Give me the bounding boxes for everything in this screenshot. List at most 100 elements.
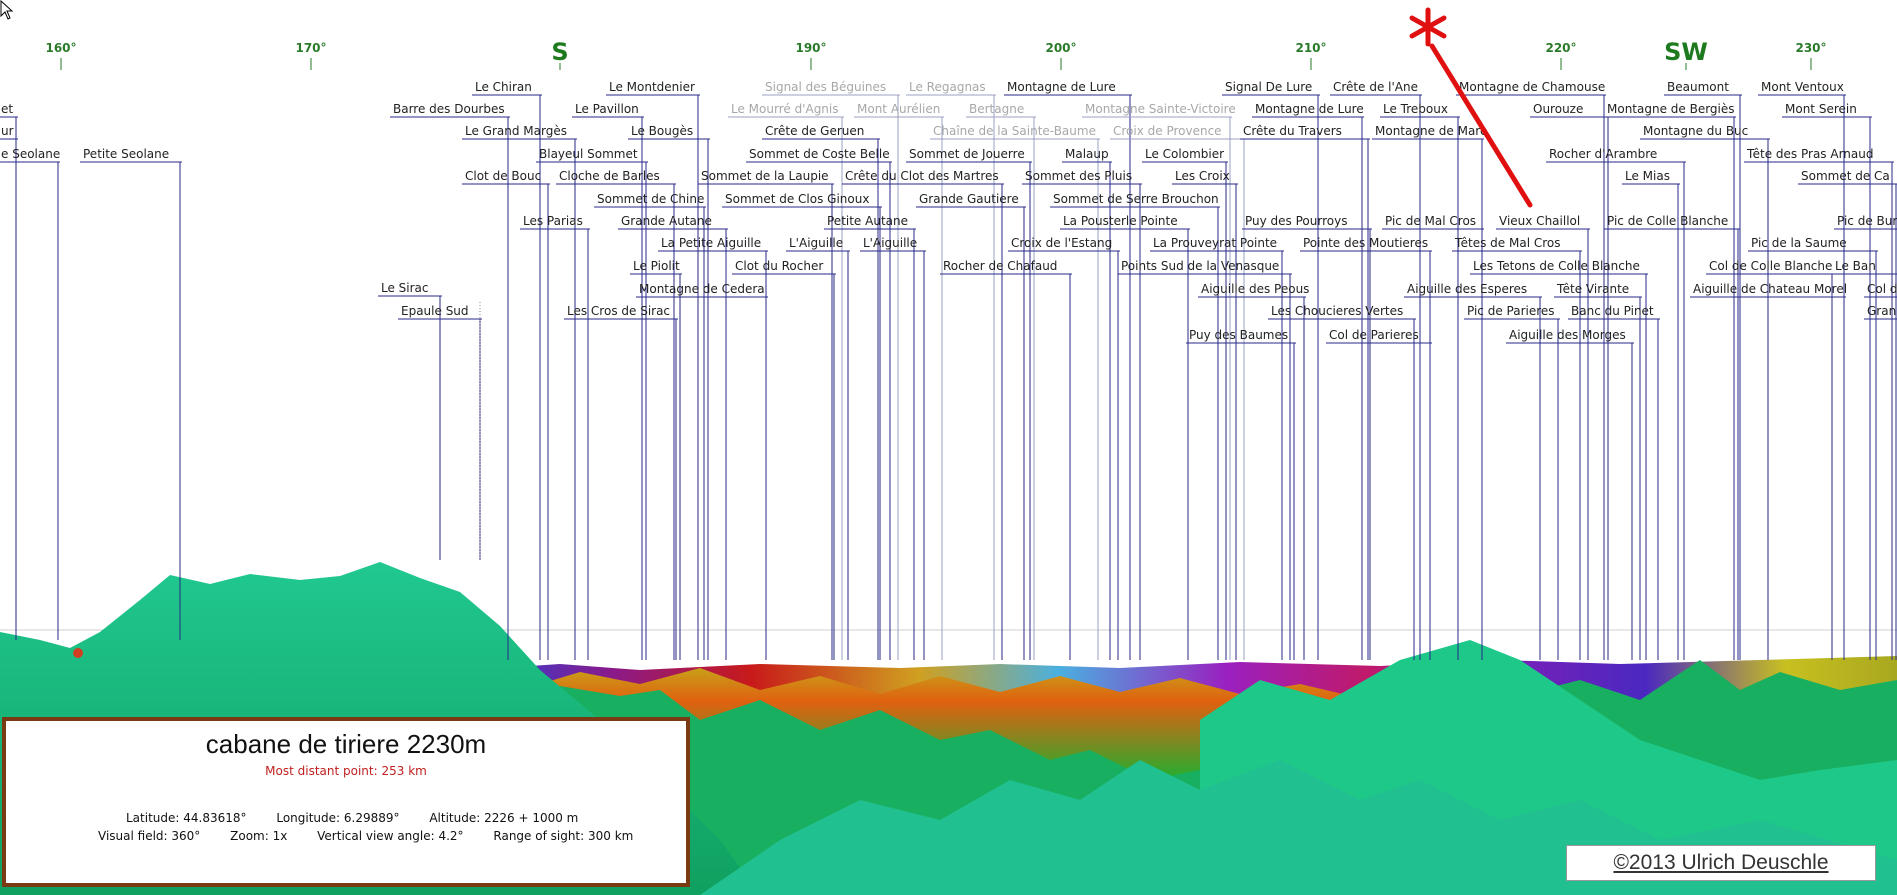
peak-label[interactable]: Petite Seolane xyxy=(83,147,170,161)
peak-label[interactable]: Beaumont xyxy=(1667,80,1729,94)
compass-tick-210: 210° xyxy=(1295,41,1327,55)
peak-label[interactable]: Clot du Rocher xyxy=(735,259,824,273)
compass-tick-marks xyxy=(60,58,1812,70)
peak-label[interactable]: Montagne de Lure xyxy=(1007,80,1116,94)
peak-label[interactable]: Sommet de Chine xyxy=(597,192,705,206)
peak-label[interactable]: Bertagne xyxy=(969,102,1025,116)
peak-label[interactable]: Puy des Baumes xyxy=(1189,328,1289,342)
peak-label[interactable]: Barre des Dourbes xyxy=(393,102,505,116)
peak-label[interactable]: Banc du Pinet xyxy=(1571,304,1654,318)
peak-label[interactable]: e Seolane xyxy=(1,147,61,161)
peak-label[interactable]: Crête de Geruen xyxy=(765,124,865,138)
peak-label[interactable]: Malaup xyxy=(1065,147,1109,161)
altitude-value: Altitude: 2226 + 1000 m xyxy=(429,811,579,825)
peak-label[interactable]: Montagne du Buc xyxy=(1643,124,1749,138)
peak-label[interactable]: Tête Virante xyxy=(1557,282,1630,296)
peak-label[interactable]: Crête du Clot des Martres xyxy=(845,169,999,183)
peak-label[interactable]: Le Mias xyxy=(1625,169,1670,183)
compass-tick-200: 200° xyxy=(1045,41,1077,55)
peak-label[interactable]: Vieux Chaillol xyxy=(1499,214,1581,228)
peak-label[interactable]: Pic de la Saume xyxy=(1751,236,1847,250)
peak-label[interactable]: Rocher d'Arambre xyxy=(1549,147,1658,161)
peak-label[interactable]: Tête des Pras Arnaud xyxy=(1747,147,1874,161)
zoom-value: Zoom: 1x xyxy=(230,829,288,843)
peak-label[interactable]: Les Parias xyxy=(523,214,583,228)
peak-label[interactable]: Rocher de Chafaud xyxy=(943,259,1058,273)
peak-label[interactable]: Les Croix xyxy=(1175,169,1230,183)
peak-label[interactable]: Cloche de Barles xyxy=(559,169,660,183)
peak-label[interactable]: Gran xyxy=(1867,304,1897,318)
peak-label[interactable]: Chaîne de la Sainte-Baume xyxy=(933,124,1096,138)
peak-label[interactable]: Ourouze xyxy=(1533,102,1584,116)
peak-label[interactable]: Sommet de Serre Brouchon xyxy=(1053,192,1219,206)
peak-label[interactable]: Le Montdenier xyxy=(609,80,695,94)
peak-label[interactable]: Les Cros de Sirac xyxy=(567,304,671,318)
peak-label[interactable]: Le Grand Margès xyxy=(465,124,567,138)
peak-label[interactable]: Pic de Bur xyxy=(1837,214,1897,228)
peak-label[interactable]: Sommet de Coste Belle xyxy=(749,147,890,161)
peak-label[interactable]: Col de Colle Blanche xyxy=(1709,259,1833,273)
peak-label[interactable]: Pic de Colle Blanche xyxy=(1607,214,1729,228)
peak-label[interactable]: La Petite Aiguille xyxy=(661,236,762,250)
peak-label[interactable]: Mont Ventoux xyxy=(1761,80,1844,94)
peak-label[interactable]: Aiguille des Peous xyxy=(1201,282,1310,296)
peak-label[interactable]: Les Choucieres Vertes xyxy=(1271,304,1404,318)
peak-label[interactable]: ur xyxy=(1,124,14,138)
peak-label[interactable]: Petite Autane xyxy=(827,214,908,228)
peak-label[interactable]: Blayeul Sommet xyxy=(539,147,638,161)
peak-label[interactable]: Signal des Béguines xyxy=(765,80,887,94)
peak-label[interactable]: Col de Parieres xyxy=(1329,328,1419,342)
peak-label[interactable]: Sommet des Pluis xyxy=(1025,169,1133,183)
peak-label[interactable]: Montagne de Lure xyxy=(1255,102,1364,116)
peak-label[interactable]: Croix de Provence xyxy=(1113,124,1222,138)
peak-label[interactable]: Grande Gautiere xyxy=(919,192,1019,206)
peak-label[interactable]: Signal De Lure xyxy=(1225,80,1313,94)
peak-label[interactable]: Le Ban xyxy=(1835,259,1876,273)
peak-label[interactable]: Montagne de Bergiès xyxy=(1607,102,1735,116)
peak-label[interactable]: Crête du Travers xyxy=(1243,124,1342,138)
peak-label[interactable]: Aiguille des Morges xyxy=(1509,328,1626,342)
compass-tick-170: 170° xyxy=(295,41,327,55)
peak-label[interactable]: Aiguille des Esperes xyxy=(1407,282,1528,296)
peak-label[interactable]: Pic de Mal Cros xyxy=(1385,214,1477,228)
peak-label[interactable]: Sommet de Jouerre xyxy=(909,147,1025,161)
peak-label[interactable]: Le Sirac xyxy=(381,281,429,295)
peak-label[interactable]: Le Bougès xyxy=(631,124,694,138)
peak-label[interactable]: Le Treboux xyxy=(1383,102,1448,116)
peak-label[interactable]: L'Aiguille xyxy=(863,236,918,250)
peak-label[interactable]: Aiguille de Chateau Morel xyxy=(1693,282,1848,296)
peak-label[interactable]: Le Mourré d'Agnis xyxy=(731,102,839,116)
peak-label[interactable]: Croix de l'Estang xyxy=(1011,236,1113,250)
peak-label[interactable]: et xyxy=(1,102,14,116)
peak-label[interactable]: Montagne de Mare xyxy=(1375,124,1488,138)
copyright-notice[interactable]: ©2013 Ulrich Deuschle xyxy=(1566,845,1876,881)
peak-label[interactable]: Le Pavillon xyxy=(575,102,639,116)
peak-label[interactable]: Clot de Bouc xyxy=(465,169,542,183)
peak-label[interactable]: L'Aiguille xyxy=(789,236,844,250)
peak-label[interactable]: Sommet de la Laupie xyxy=(701,169,829,183)
peak-label[interactable]: Grande Autane xyxy=(621,214,712,228)
peak-label[interactable]: Puy des Pourroys xyxy=(1245,214,1348,228)
peak-label[interactable]: La Prouveyrat Pointe xyxy=(1153,236,1278,250)
peak-label[interactable]: Le Chiran xyxy=(475,80,532,94)
peak-label[interactable]: Pic de Parieres xyxy=(1467,304,1555,318)
peak-label[interactable]: Col d xyxy=(1867,282,1897,296)
peak-label[interactable]: La Pousterle Pointe xyxy=(1063,214,1178,228)
peak-label[interactable]: Sommet de Clos Ginoux xyxy=(725,192,870,206)
peak-label[interactable]: Montagne de Chamouse xyxy=(1459,80,1606,94)
peak-label[interactable]: Le Piolit xyxy=(633,259,680,273)
peak-label[interactable]: Le Colombier xyxy=(1145,147,1225,161)
peak-label[interactable]: Le Regagnas xyxy=(909,80,986,94)
peak-label[interactable]: Epaule Sud xyxy=(401,304,469,318)
peak-label[interactable]: Les Tetons de Colle Blanche xyxy=(1473,259,1640,273)
peak-label[interactable]: Mont Aurélien xyxy=(857,102,941,116)
peak-label[interactable]: Mont Serein xyxy=(1785,102,1857,116)
peak-label[interactable]: Points Sud de la Venasque xyxy=(1121,259,1280,273)
peak-label[interactable]: Sommet de Ca xyxy=(1801,169,1890,183)
peak-label[interactable]: Têtes de Mal Cros xyxy=(1455,236,1561,250)
peak-label[interactable]: Montagne Sainte-Victoire xyxy=(1085,102,1236,116)
peak-label[interactable]: Crête de l'Ane xyxy=(1333,80,1418,94)
peak-label[interactable]: Montagne de Cedera xyxy=(639,282,765,296)
peak-label[interactable]: Pointe des Moutieres xyxy=(1303,236,1429,250)
